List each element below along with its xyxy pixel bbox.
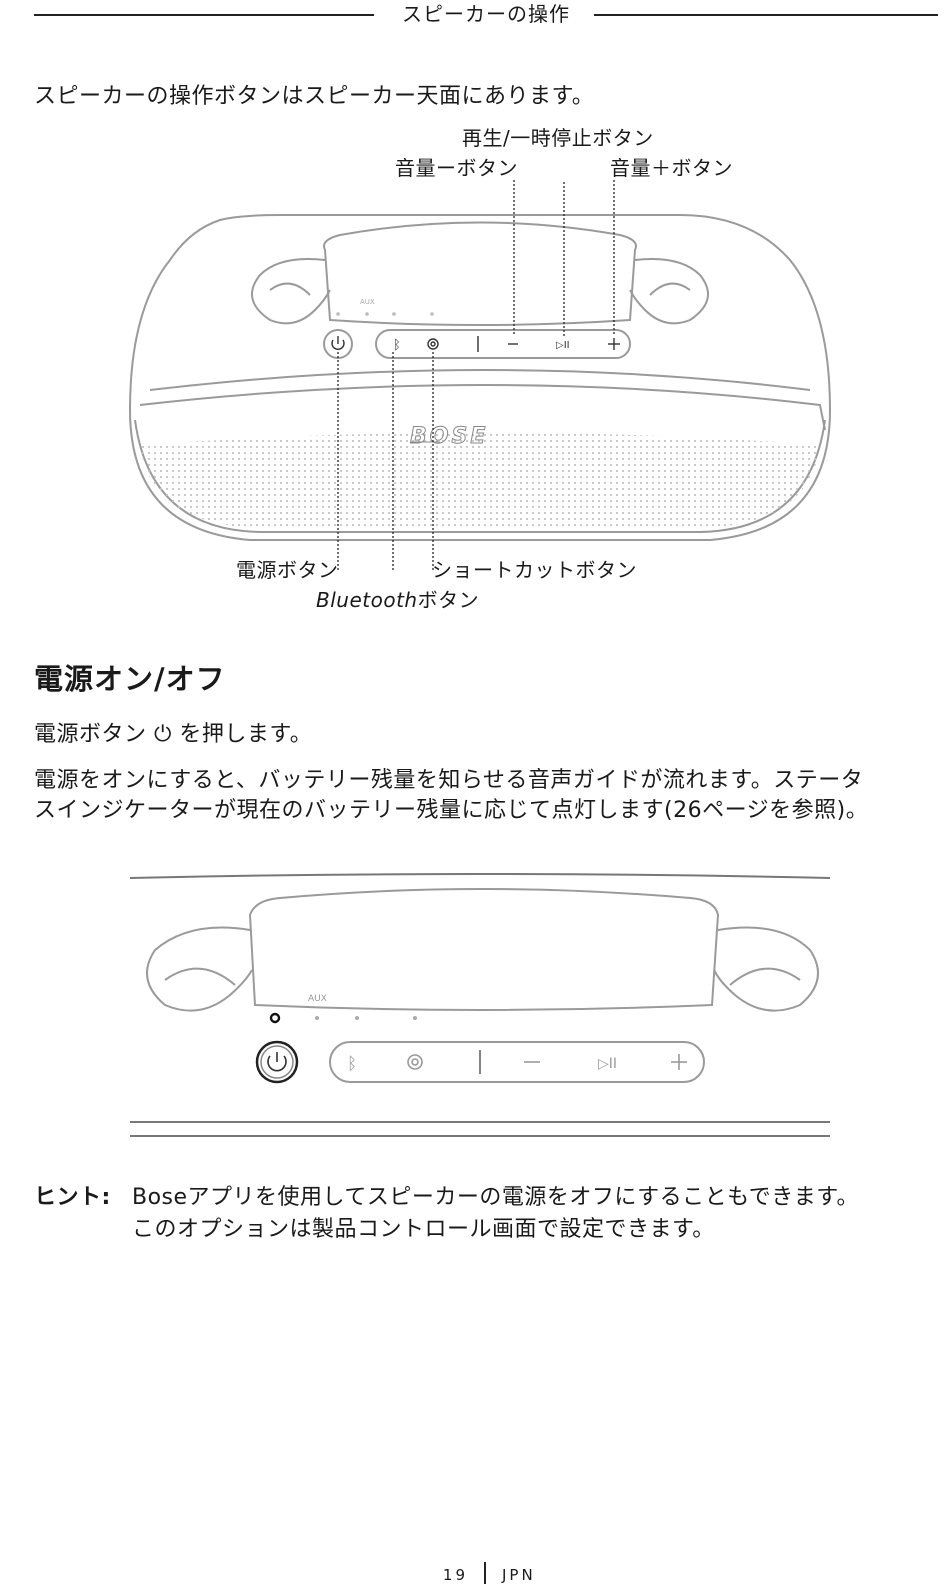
closeup-power-icon [267,1055,287,1072]
intro-text: スピーカーの操作ボタンはスピーカー天面にあります。 [34,84,595,109]
power-step-after: を押します。 [179,722,313,747]
tip: ヒント: Boseアプリを使用してスピーカーの電源をオフにすることもできます。 … [34,1183,859,1245]
handle-loop-right [629,258,709,325]
closeup-handle [248,888,720,1011]
power-step-before: 電源ボタン [34,722,147,747]
callout-shortcut: ショートカットボタン [432,558,637,582]
footer-separator [484,1562,486,1584]
closeup-bluetooth-icon: ᛒ [347,1054,357,1074]
page-number: 19 [442,1566,468,1584]
closeup-shortcut-icon [407,1054,423,1070]
power-paragraph-line1: 電源をオンにすると、バッテリー残量を知らせる音声ガイドが流れます。ステータ [34,768,864,793]
callout-volume-down: 音量ーボタン [395,156,518,180]
power-icon [331,339,345,350]
play-pause-icon: ▷II [556,340,570,351]
speaker-grille [140,432,820,528]
closeup-loop-left [146,926,253,1012]
bluetooth-icon: ᛒ [393,338,401,353]
closeup-loop-right [713,926,819,1012]
bose-logo: BOSE [410,424,488,449]
tip-label: ヒント: [34,1185,111,1210]
power-paragraph: 電源をオンにすると、バッテリー残量を知らせる音声ガイドが流れます。ステータ スイ… [34,766,944,826]
header-rule-right [594,14,938,16]
shortcut-icon [427,338,439,350]
handle-loop-left [251,258,331,325]
header-rule-left [34,14,374,16]
page-footer: 19 JPN [0,1562,950,1588]
closeup-power-ring-outer [255,1040,299,1084]
closeup-control-strip [329,1041,705,1083]
power-button-closeup: AUX ᛒ ▷II [129,873,831,1137]
handle-grip [323,221,637,326]
callout-bluetooth: Bluetoothボタン [316,587,479,613]
bluetooth-word: Bluetooth [316,588,418,612]
indicator-dots [336,312,434,316]
bluetooth-suffix: ボタン [417,588,480,612]
control-strip [375,329,631,359]
power-icon-inline: ⏻ [154,722,172,747]
section-header: スピーカーの操作 [34,0,938,30]
callout-volume-up: 音量＋ボタン [610,156,733,180]
closeup-play-pause-icon: ▷II [598,1056,617,1072]
tip-line1: Boseアプリを使用してスピーカーの電源をオフにすることもできます。 [132,1185,860,1210]
tip-line2: このオプションは製品コントロール画面で設定できます。 [132,1217,715,1242]
closeup-aux-label: AUX [308,994,327,1004]
aux-label-small: AUX [360,298,375,306]
closeup-top-edge [129,873,831,879]
speaker-top-edge [149,369,811,391]
leader-lines [337,180,615,570]
power-section-heading: 電源オン/オフ [34,662,226,696]
status-indicator-lit [269,1012,281,1024]
section-header-title: スピーカーの操作 [402,2,570,26]
power-paragraph-line2: スインジケーターが現在のバッテリー残量に応じて点灯します(26ページを参照)。 [34,798,869,823]
closeup-indicator-dots [315,1016,417,1020]
language-code: JPN [502,1566,536,1584]
speaker-top-diagram: AUX ᛒ ▷II BOSE [128,180,832,570]
speaker-body-outline [128,214,832,541]
callout-play-pause: 再生/一時停止ボタン [462,126,654,150]
power-step: 電源ボタン ⏻ を押します。 [34,720,312,750]
callout-power: 電源ボタン [236,558,339,582]
